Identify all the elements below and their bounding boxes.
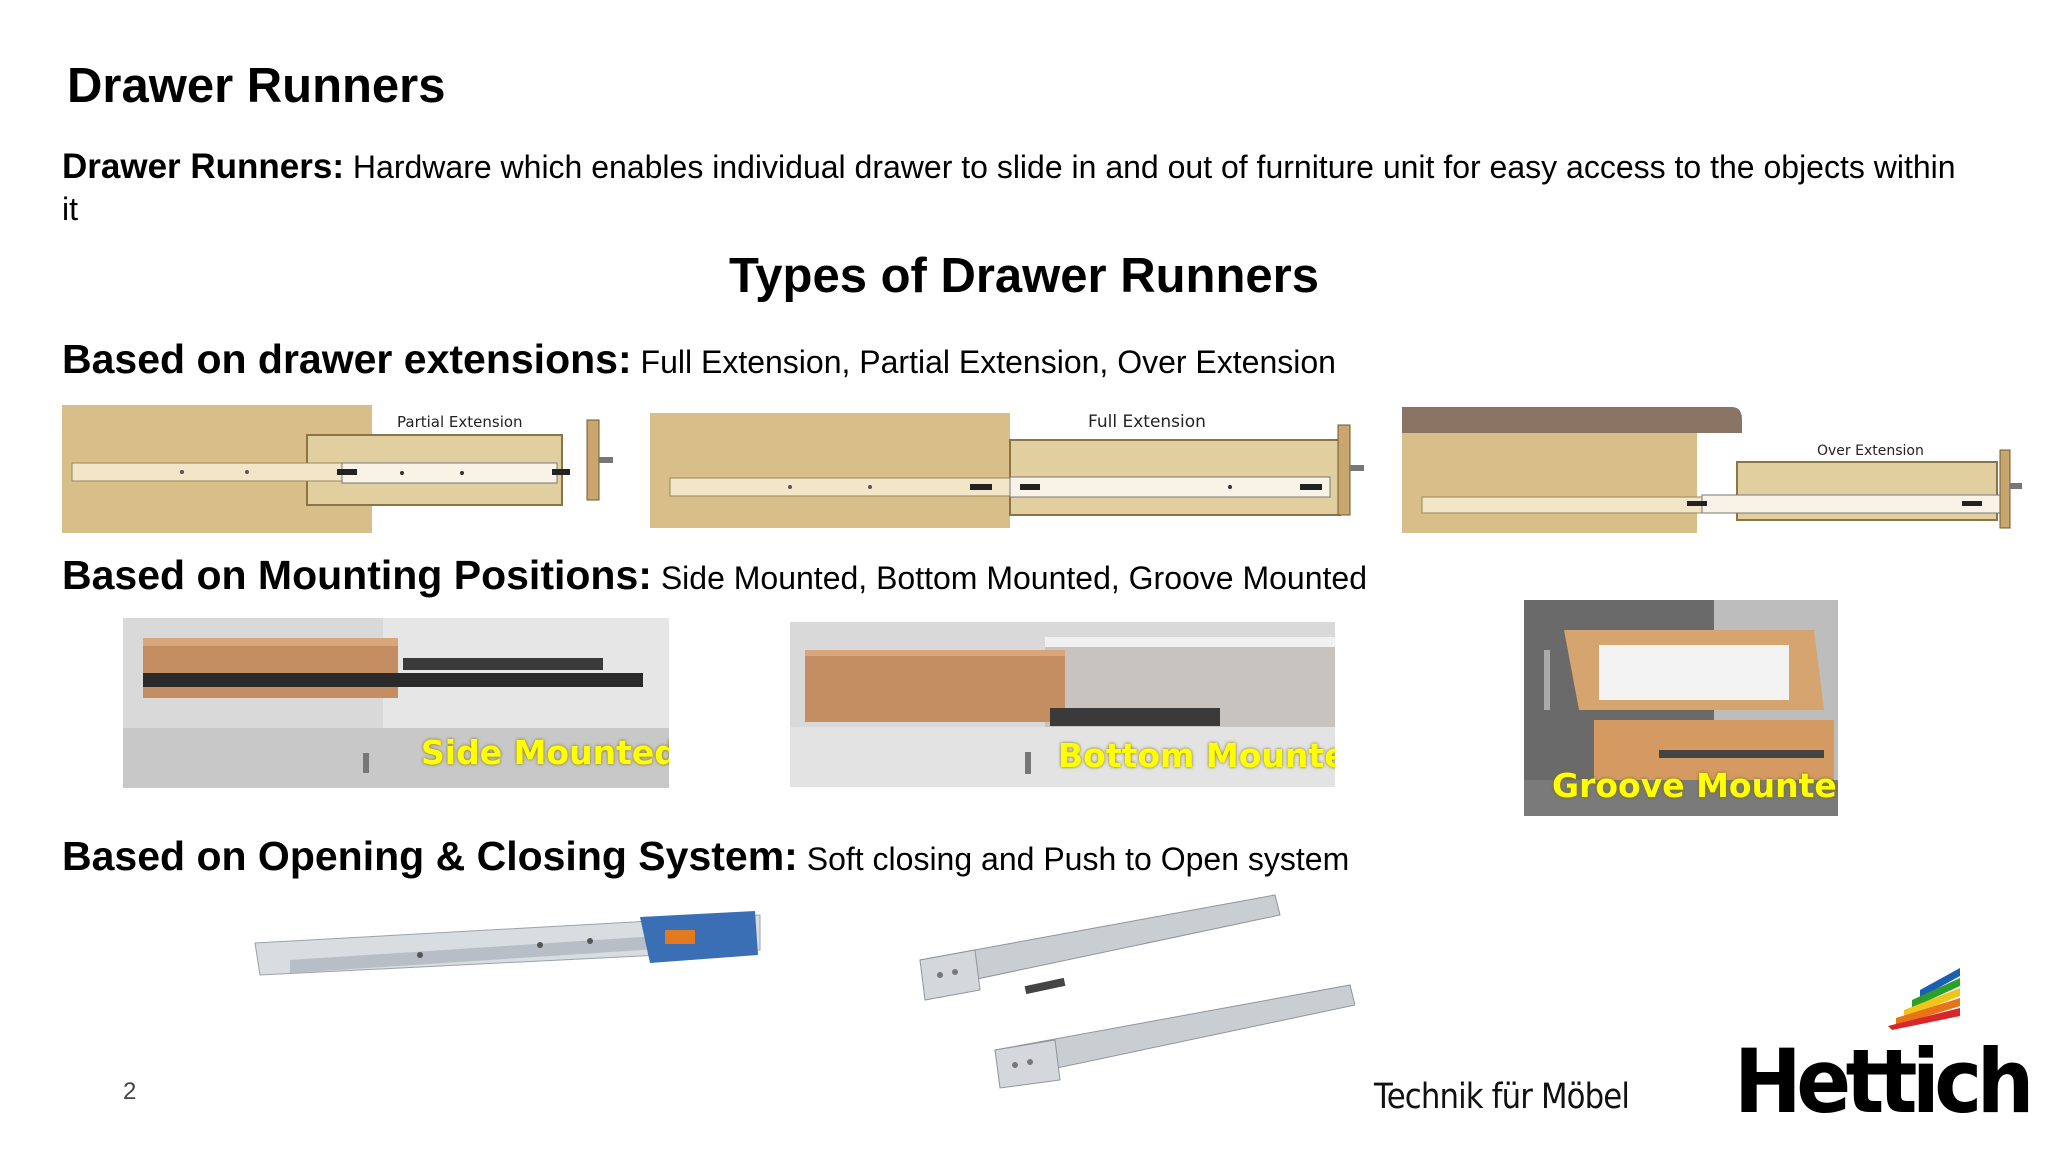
groove-mounted-label: Groove Mounted [1552, 766, 1838, 805]
push-to-open-runner-photo [915, 890, 1355, 1090]
groove-mounted-photo: Groove Mounted [1524, 600, 1838, 816]
over-extension-diagram: Over Extension [1402, 405, 2022, 533]
partial-extension-label: Partial Extension [397, 413, 523, 431]
bottom-mounted-photo: Bottom Mounted [790, 622, 1335, 787]
over-extension-label: Over Extension [1817, 443, 1924, 459]
definition-text: Hardware which enables individual drawer… [62, 149, 1956, 227]
hettich-logo: Hettich [1734, 1030, 2034, 1133]
section-extensions: Based on drawer extensions: Full Extensi… [62, 336, 1336, 383]
section-opening-closing: Based on Opening & Closing System: Soft … [62, 833, 1349, 880]
definition-term: Drawer Runners: [62, 147, 345, 186]
definition: Drawer Runners: Hardware which enables i… [62, 146, 1962, 230]
side-mounted-label: Side Mounted [421, 733, 669, 772]
section-mounting: Based on Mounting Positions: Side Mounte… [62, 552, 1367, 599]
page-number: 2 [123, 1078, 137, 1105]
section-items: Full Extension, Partial Extension, Over … [631, 344, 1336, 380]
section-items: Side Mounted, Bottom Mounted, Groove Mou… [651, 560, 1367, 596]
bottom-mounted-label: Bottom Mounted [1058, 736, 1335, 775]
full-extension-diagram: Full Extension [650, 405, 1380, 533]
logo-stripes-icon [1882, 960, 1962, 1035]
section-heading: Based on Mounting Positions: [62, 552, 652, 598]
section-heading: Based on Opening & Closing System: [62, 833, 798, 879]
soft-close-runner-photo [250, 905, 765, 995]
partial-extension-diagram: Partial Extension [62, 405, 622, 533]
types-heading: Types of Drawer Runners [729, 249, 1319, 303]
section-heading: Based on drawer extensions: [62, 336, 632, 382]
tagline: Technik für Möbel [1374, 1077, 1630, 1117]
section-items: Soft closing and Push to Open system [797, 841, 1350, 877]
side-mounted-photo: Side Mounted [123, 618, 669, 788]
full-extension-label: Full Extension [1088, 412, 1206, 432]
slide-title: Drawer Runners [67, 59, 446, 113]
